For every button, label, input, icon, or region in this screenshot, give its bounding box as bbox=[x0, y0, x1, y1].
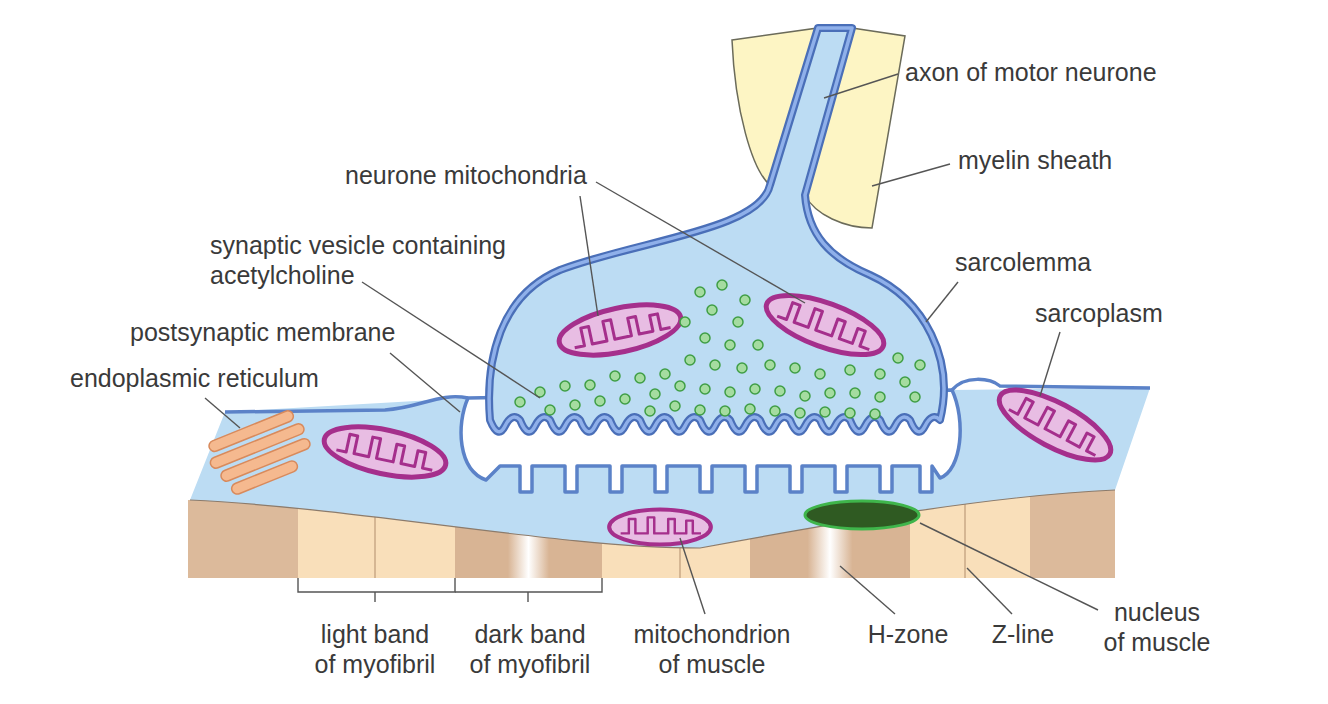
vesicle bbox=[790, 363, 800, 373]
vesicle bbox=[707, 305, 717, 315]
band-bracket bbox=[298, 578, 455, 602]
leader-line bbox=[872, 164, 950, 186]
vesicle bbox=[685, 355, 695, 365]
vesicle bbox=[610, 371, 620, 381]
leader-line bbox=[390, 353, 460, 412]
vesicle bbox=[733, 317, 743, 327]
leader-line bbox=[824, 74, 898, 98]
leader-line bbox=[580, 196, 598, 316]
vesicle bbox=[915, 360, 925, 370]
leader-line bbox=[926, 282, 958, 322]
leader-line bbox=[205, 398, 240, 428]
part-label: neurone mitochondria bbox=[345, 160, 587, 190]
vesicle bbox=[845, 408, 855, 418]
vesicle bbox=[910, 392, 920, 402]
vesicle bbox=[815, 369, 825, 379]
vesicle bbox=[825, 388, 835, 398]
vesicle bbox=[893, 353, 903, 363]
vesicle bbox=[595, 396, 605, 406]
vesicle bbox=[545, 405, 555, 415]
vesicle bbox=[645, 406, 655, 416]
vesicle bbox=[710, 360, 720, 370]
vesicle-group bbox=[515, 280, 925, 419]
vesicle bbox=[717, 280, 727, 290]
part-label: myelin sheath bbox=[958, 145, 1112, 175]
vesicle bbox=[560, 381, 570, 391]
vesicle bbox=[740, 295, 750, 305]
band-bracket bbox=[455, 578, 602, 602]
vesicle bbox=[675, 381, 685, 391]
muscle-mitochondrion bbox=[990, 376, 1120, 473]
neurone-mitochondrion bbox=[759, 283, 891, 367]
vesicle bbox=[700, 384, 710, 394]
er-cisterna bbox=[230, 459, 299, 495]
muscle-nucleus bbox=[805, 501, 919, 529]
sarcolemma-line bbox=[225, 397, 468, 412]
vesicle bbox=[725, 387, 735, 397]
vesicle bbox=[670, 401, 680, 411]
fibre-edge bbox=[190, 490, 1115, 548]
leader-line bbox=[1040, 332, 1060, 396]
vesicle bbox=[695, 405, 705, 415]
leader-line bbox=[680, 538, 705, 614]
vesicle bbox=[870, 409, 880, 419]
muscle-mitochondrion bbox=[320, 418, 450, 487]
part-label: axon of motor neurone bbox=[905, 57, 1157, 87]
leader-line bbox=[840, 566, 895, 614]
vesicle bbox=[635, 373, 645, 383]
leader-line bbox=[920, 523, 1098, 610]
vesicle bbox=[820, 407, 830, 417]
endoplasmic-reticulum bbox=[203, 407, 318, 499]
part-label: postsynaptic membrane bbox=[130, 317, 395, 347]
vesicle bbox=[750, 384, 760, 394]
vesicle bbox=[720, 406, 730, 416]
leader-line bbox=[967, 568, 1012, 614]
terminal-membrane bbox=[489, 28, 944, 432]
part-label: light band of myofibril bbox=[313, 619, 437, 679]
vesicle bbox=[700, 333, 710, 343]
vesicle bbox=[570, 400, 580, 410]
vesicle bbox=[515, 397, 525, 407]
part-label: synaptic vesicle containing acetylcholin… bbox=[210, 230, 509, 290]
vesicle bbox=[680, 317, 690, 327]
vesicle bbox=[695, 287, 705, 297]
leader-line bbox=[596, 182, 805, 303]
vesicle bbox=[850, 388, 860, 398]
part-label: mitochondrion of muscle bbox=[632, 619, 793, 679]
vesicle bbox=[725, 340, 735, 350]
part-label: sarcolemma bbox=[955, 247, 1091, 277]
vesicle bbox=[765, 360, 775, 370]
vesicle bbox=[875, 392, 885, 402]
vesicle bbox=[775, 386, 785, 396]
axon-terminal bbox=[489, 28, 944, 432]
vesicle bbox=[900, 377, 910, 387]
vesicle bbox=[745, 404, 755, 414]
part-label: H-zone bbox=[868, 619, 949, 649]
muscle-mitochondrion bbox=[609, 509, 711, 544]
part-label: dark band of myofibril bbox=[468, 619, 592, 679]
vesicle bbox=[585, 380, 595, 390]
vesicle bbox=[660, 369, 670, 379]
vesicle bbox=[737, 363, 747, 373]
vesicle bbox=[770, 406, 780, 416]
vesicle bbox=[650, 389, 660, 399]
part-label: Z-line bbox=[992, 619, 1055, 649]
vesicle bbox=[753, 340, 763, 350]
part-label: endoplasmic reticulum bbox=[70, 363, 319, 393]
part-label: nucleus of muscle bbox=[1102, 597, 1212, 657]
vesicle bbox=[845, 365, 855, 375]
vesicle bbox=[620, 394, 630, 404]
neurone-mitochondrion bbox=[555, 296, 685, 365]
part-label: sarcoplasm bbox=[1035, 298, 1163, 328]
vesicle bbox=[875, 369, 885, 379]
vesicle bbox=[795, 408, 805, 418]
vesicle bbox=[800, 391, 810, 401]
sarcolemma-line bbox=[952, 379, 1150, 390]
